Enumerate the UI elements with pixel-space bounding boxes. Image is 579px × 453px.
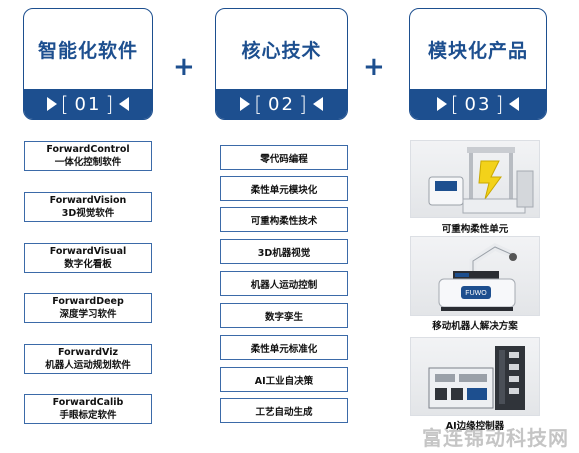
tech-item: 数字孪生: [220, 303, 348, 328]
software-item: ForwardControl 一体化控制软件: [24, 141, 152, 171]
column-number-band: [ 02 ]: [216, 89, 347, 119]
watermark-text: 富连锦动科技网: [422, 426, 569, 450]
software-item: ForwardDeep 深度学习软件: [24, 293, 152, 323]
tech-item: 柔性单元模块化: [220, 176, 348, 201]
software-name-cn: 一体化控制软件: [54, 157, 122, 168]
arrow-right-icon: [436, 97, 447, 111]
column-number-band: [ 03 ]: [410, 89, 546, 119]
arrow-right-icon: [46, 97, 57, 111]
robot-logo-text: FUWO: [465, 290, 487, 297]
software-name-en: ForwardCalib: [52, 397, 124, 408]
tech-item: AI工业自决策: [220, 367, 348, 392]
software-name-en: ForwardControl: [46, 144, 130, 155]
product-caption: 可重构柔性单元: [441, 224, 509, 235]
software-item: ForwardCalib 手眼标定软件: [24, 394, 152, 424]
plus-sign: +: [363, 52, 385, 82]
tech-item: 工艺自动生成: [220, 398, 348, 423]
software-item: ForwardVisual 数字化看板: [24, 243, 152, 273]
plus-sign: +: [173, 52, 195, 82]
column-number: 02: [268, 93, 295, 115]
arrow-right-icon: [240, 97, 251, 111]
tech-item: 零代码编程: [220, 145, 348, 170]
product-caption: 移动机器人解决方案: [432, 321, 518, 332]
software-name-cn: 深度学习软件: [59, 309, 117, 320]
tech-item: 机器人运动控制: [220, 271, 348, 296]
tech-item: 可重构柔性技术: [220, 207, 348, 232]
column-number: 03: [464, 93, 492, 115]
arrow-left-icon: [312, 97, 323, 111]
software-name-en: ForwardDeep: [52, 296, 124, 307]
software-name-en: ForwardVision: [49, 195, 127, 206]
arrow-left-icon: [509, 97, 520, 111]
product-caption: AI边缘控制器: [445, 421, 505, 432]
column-header-tech: 核心技术 [ 02 ]: [215, 8, 348, 120]
column-number: 01: [74, 93, 102, 115]
column-title: 核心技术: [241, 39, 322, 62]
column-title: 模块化产品: [427, 39, 528, 62]
column-header-software: 智能化软件 [ 01 ]: [23, 8, 153, 120]
software-name-en: ForwardViz: [58, 347, 118, 358]
column-header-products: 模块化产品 [ 03 ]: [409, 8, 547, 120]
software-item: ForwardVision 3D视觉软件: [24, 192, 152, 222]
software-name-cn: 数字化看板: [64, 259, 112, 270]
arrow-left-icon: [119, 97, 130, 111]
software-name-cn: 3D视觉软件: [61, 208, 115, 219]
software-name-cn: 手眼标定软件: [59, 410, 117, 421]
software-name-en: ForwardVisual: [49, 246, 127, 257]
software-name-cn: 机器人运动规划软件: [45, 360, 131, 371]
tech-item: 柔性单元标准化: [220, 335, 348, 360]
mobile-robot-image: FUWO: [410, 236, 540, 316]
column-title: 智能化软件: [37, 39, 138, 62]
edge-controller-image: [410, 337, 540, 416]
tech-item: 3D机器视觉: [220, 239, 348, 264]
software-item: ForwardViz 机器人运动规划软件: [24, 344, 152, 374]
column-number-band: [ 01 ]: [24, 89, 152, 119]
flexible-cell-image: [410, 140, 540, 218]
